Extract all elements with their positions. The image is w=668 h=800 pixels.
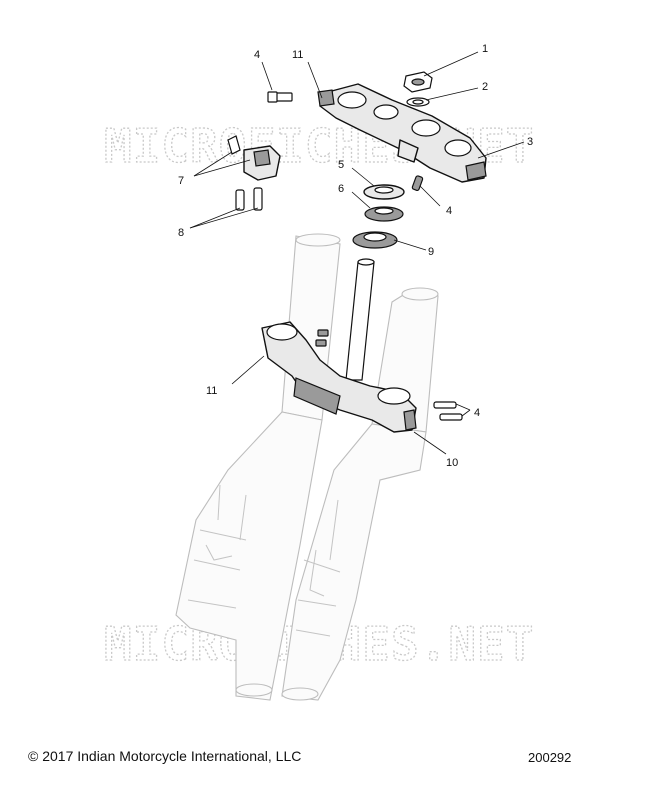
callout-11-top: 11: [292, 49, 303, 61]
callout-9: 9: [428, 246, 434, 258]
upper-triple-clamp: [317, 83, 487, 183]
stem-washer: [406, 97, 430, 107]
callout-4-top: 4: [254, 49, 260, 61]
callout-1: 1: [482, 43, 488, 55]
handlebar-clamp-bolts: [235, 187, 263, 211]
upper-bearing: [364, 206, 404, 222]
lower-triple-clamp: [261, 321, 417, 433]
callout-2: 2: [482, 81, 488, 93]
dust-seal: [363, 184, 405, 200]
pinch-bolt-upper-right: [411, 175, 424, 191]
leader-lines: [189, 51, 525, 455]
callout-3: 3: [527, 136, 533, 148]
handlebar-clamp: [227, 135, 281, 181]
callout-5: 5: [338, 159, 344, 171]
lower-clamp-bolts-small: [315, 329, 329, 347]
steering-stem: [345, 258, 375, 381]
callout-6: 6: [338, 183, 344, 195]
callout-10: 10: [446, 457, 458, 469]
lower-bearing: [352, 231, 398, 249]
callout-7: 7: [178, 175, 184, 187]
figure-number: 200292: [528, 750, 572, 765]
stem-nut: [403, 71, 433, 93]
callout-4-lower: 4: [474, 407, 480, 419]
left-fork-ghost: [175, 233, 341, 701]
callout-8: 8: [178, 227, 184, 239]
pinch-bolts-lower: [433, 401, 463, 421]
copyright-notice: © 2017 Indian Motorcycle International, …: [28, 748, 302, 764]
pinch-bolt-upper-left: [267, 91, 293, 103]
callout-11-lower: 11: [206, 385, 217, 397]
callout-4-mid: 4: [446, 205, 452, 217]
